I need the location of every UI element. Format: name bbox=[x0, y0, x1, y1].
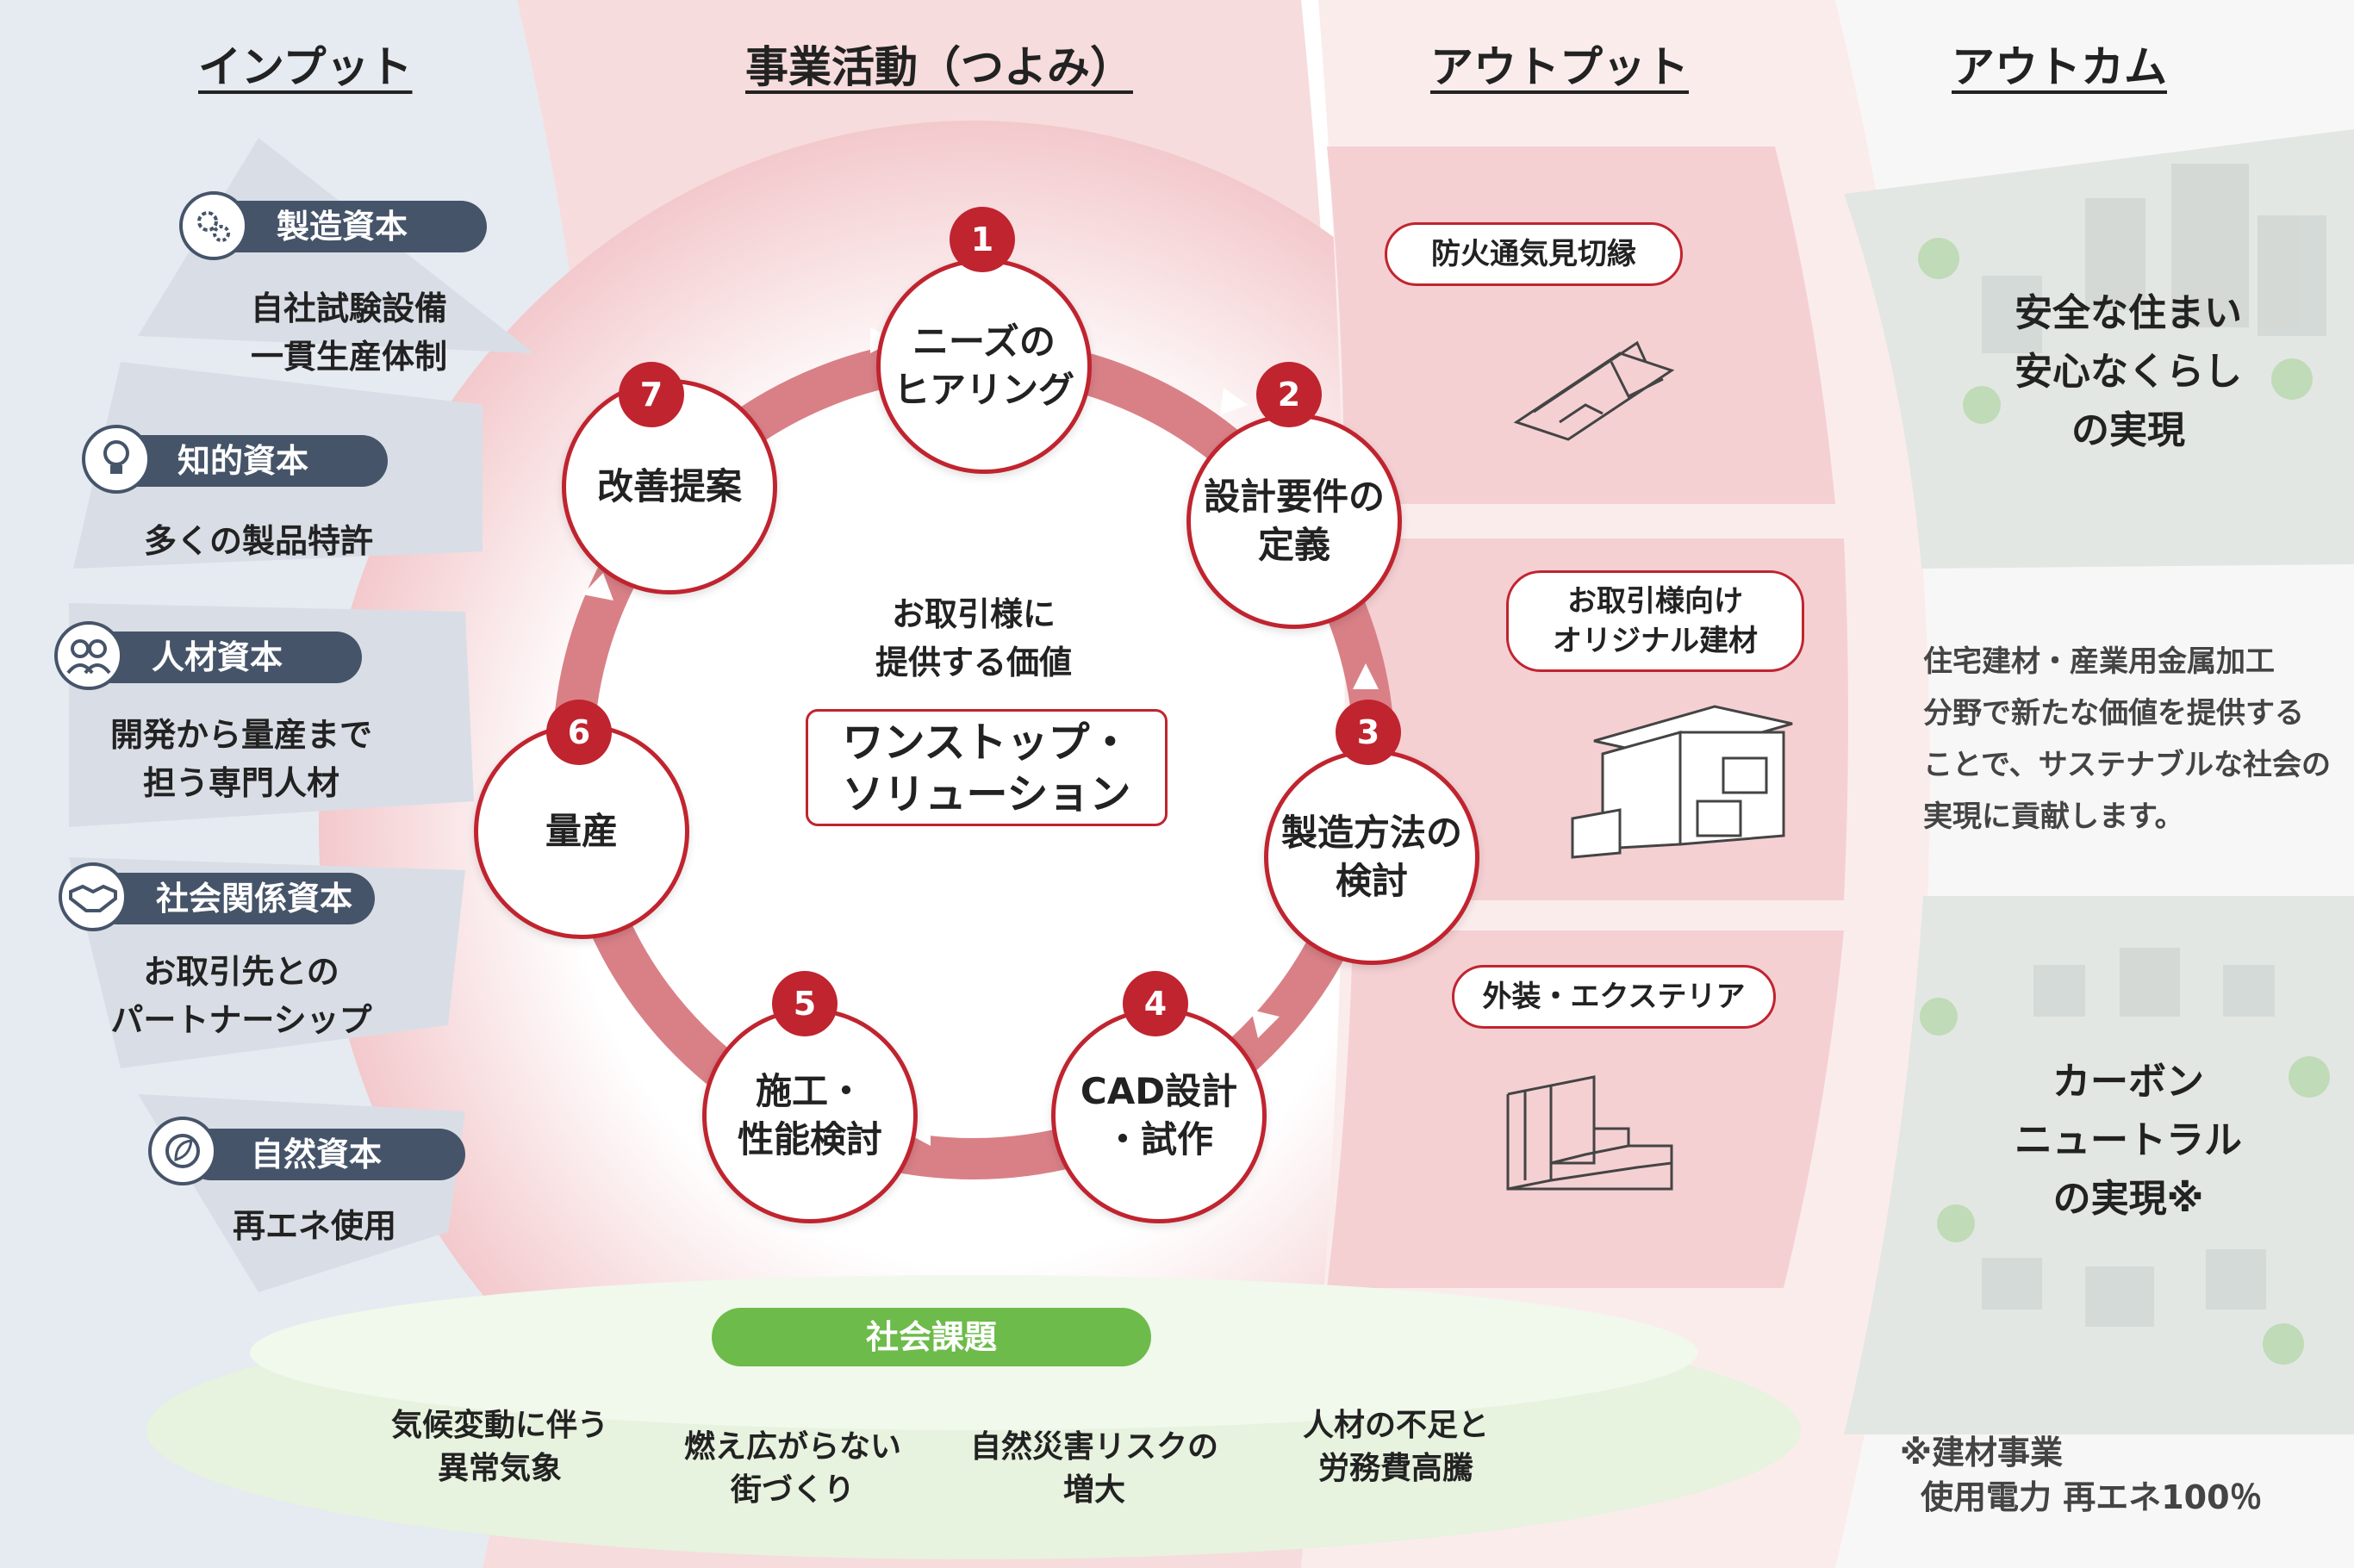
step-2-badge: 2 bbox=[1256, 362, 1322, 427]
capital-manufacturing-label: 製造資本 bbox=[211, 201, 487, 252]
center-value-label: お取引様に提供する価値 bbox=[875, 595, 1072, 681]
arrow-icon bbox=[906, 1120, 931, 1146]
step-5-badge: 5 bbox=[772, 971, 838, 1036]
leaf-icon bbox=[148, 1117, 217, 1185]
step-7-badge: 7 bbox=[619, 362, 684, 427]
step-4-cad-prototype: CAD設計・試作 bbox=[1051, 1008, 1267, 1223]
outcome-footnote: ※建材事業使用電力 再エネ100％ bbox=[1900, 1434, 2263, 1516]
step-4-badge: 4 bbox=[1123, 971, 1188, 1036]
arrow-icon bbox=[1353, 663, 1379, 689]
capital-social-desc: お取引先とのパートナーシップ bbox=[110, 953, 372, 1039]
step-6-mass-production: 量産 bbox=[474, 724, 689, 939]
step-1-needs-hearing: ニーズのヒアリング bbox=[876, 258, 1092, 474]
capital-human-label: 人材資本 bbox=[86, 632, 362, 683]
capital-intellectual-label: 知的資本 bbox=[112, 435, 388, 487]
output-fire-vent-trim: 防火通気見切縁 bbox=[1385, 222, 1683, 286]
capital-intellectual-desc: 多くの製品特許 bbox=[143, 522, 373, 560]
lightbulb-icon bbox=[82, 425, 151, 494]
step-3-manufacturing-method: 製造方法の検討 bbox=[1264, 750, 1479, 965]
header-activity: 事業活動（つよみ） bbox=[745, 42, 1133, 92]
output-original-materials: お取引様向けオリジナル建材 bbox=[1506, 570, 1804, 672]
issue-labor-shortage: 人材の不足と労務費高騰 bbox=[1302, 1408, 1489, 1486]
header-outcome: アウトカム bbox=[1952, 42, 2167, 92]
capital-natural-desc: 再エネ使用 bbox=[232, 1207, 396, 1245]
gears-icon bbox=[179, 191, 248, 260]
capital-social-label: 社会関係資本 bbox=[90, 873, 375, 924]
arrow-icon bbox=[582, 573, 613, 600]
header-input: インプット bbox=[198, 42, 413, 92]
issue-disaster-risk: 自然災害リスクの増大 bbox=[969, 1429, 1218, 1508]
outcome-carbon-neutral: カーボンニュートラルの実現※ bbox=[2015, 1060, 2242, 1221]
arrow-icon bbox=[1251, 1010, 1280, 1038]
people-icon bbox=[54, 621, 123, 690]
step-3-badge: 3 bbox=[1336, 700, 1401, 765]
outcome-safe-living: 安全な住まい安心なくらしの実現 bbox=[2015, 291, 2242, 452]
social-issues-title: 社会課題 bbox=[712, 1308, 1151, 1366]
outcome-description: 住宅建材・産業用金属加工分野で新たな価値を提供することで、サステナブルな社会の実… bbox=[1923, 644, 2331, 834]
arrow-icon bbox=[1220, 388, 1248, 415]
handshake-icon bbox=[59, 862, 128, 931]
house-icon bbox=[1571, 705, 1793, 859]
issue-climate: 気候変動に伴う異常気象 bbox=[390, 1408, 608, 1486]
capital-natural-label: 自然資本 bbox=[185, 1129, 465, 1180]
step-1-badge: 1 bbox=[950, 207, 1015, 272]
step-5-construction-performance: 施工・性能検討 bbox=[702, 1008, 918, 1223]
step-6-badge: 6 bbox=[546, 700, 612, 765]
step-2-design-requirements: 設計要件の定義 bbox=[1186, 414, 1402, 629]
vent-profile-icon bbox=[1513, 340, 1675, 441]
output-exterior: 外装・エクステリア bbox=[1452, 965, 1776, 1029]
capital-human-desc: 開発から量産まで担う専門人材 bbox=[109, 716, 372, 802]
header-output: アウトプット bbox=[1430, 42, 1689, 92]
capital-manufacturing-desc: 自社試験設備一貫生産体制 bbox=[250, 289, 447, 376]
stairs-icon bbox=[1506, 1075, 1673, 1191]
issue-fire-safe-town: 燃え広がらない街づくり bbox=[683, 1429, 901, 1508]
one-stop-solution-box: ワンストップ・ソリューション bbox=[806, 709, 1168, 826]
